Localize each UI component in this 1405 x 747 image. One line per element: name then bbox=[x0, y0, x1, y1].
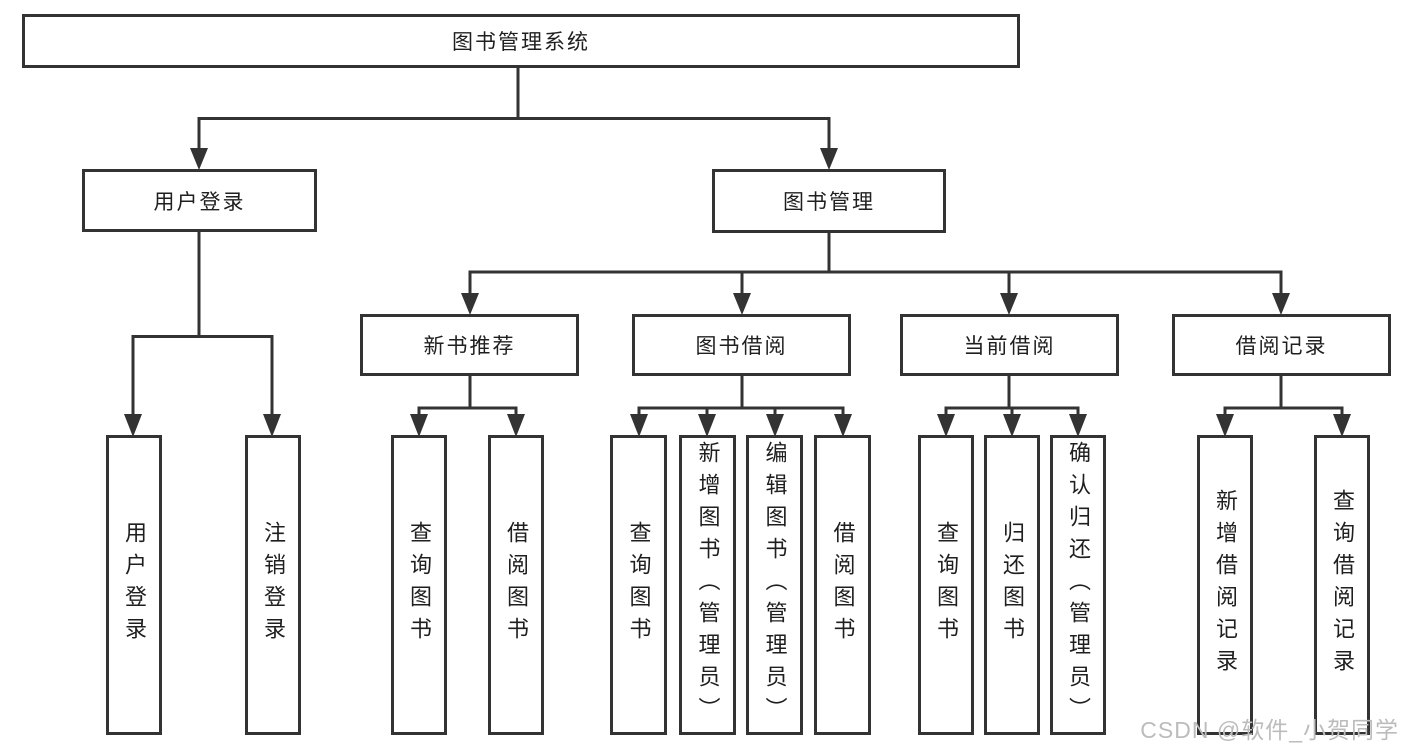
arrowhead-icon bbox=[1003, 414, 1021, 437]
leaf-label: 归还图书 bbox=[1000, 521, 1025, 649]
leaf-label: 查询图书 bbox=[626, 521, 652, 649]
arrowhead-icon bbox=[820, 148, 838, 170]
leaf-label: 用户登录 bbox=[122, 521, 147, 649]
leaf-label: 查询借阅记录 bbox=[1330, 489, 1355, 681]
node-new-book-recommend: 新书推荐 bbox=[360, 314, 579, 376]
arrowhead-icon bbox=[1000, 293, 1018, 315]
leaf-user-login: 用户登录 bbox=[106, 435, 162, 735]
leaf-label: 编辑图书（管理员） bbox=[762, 441, 788, 729]
arrowhead-icon bbox=[1069, 414, 1087, 437]
leaf-query-books-2: 查询图书 bbox=[610, 435, 667, 735]
leaf-query-books-3: 查询图书 bbox=[918, 435, 974, 735]
arrowhead-icon bbox=[834, 414, 852, 437]
arrowhead-icon bbox=[1272, 293, 1290, 315]
arrowhead-icon bbox=[263, 414, 281, 437]
leaf-label: 查询图书 bbox=[934, 521, 959, 649]
leaf-edit-books-admin: 编辑图书（管理员） bbox=[746, 435, 803, 735]
connector-root-to-level2 bbox=[190, 68, 838, 170]
leaf-label: 注销登录 bbox=[261, 521, 286, 649]
node-borrow-record: 借阅记录 bbox=[1172, 314, 1391, 376]
connector-borrow-record-to-leaves bbox=[1216, 376, 1351, 437]
node-root-library-system: 图书管理系统 bbox=[22, 14, 1020, 68]
connector-user-login-to-leaves bbox=[124, 232, 281, 437]
arrowhead-icon bbox=[190, 148, 208, 170]
connector-book-borrow-to-leaves bbox=[630, 376, 852, 437]
node-user-login: 用户登录 bbox=[82, 169, 317, 232]
arrowhead-icon bbox=[461, 293, 479, 315]
node-current-borrow: 当前借阅 bbox=[900, 314, 1119, 376]
leaf-label: 借阅图书 bbox=[504, 521, 529, 649]
connector-current-borrow-to-leaves bbox=[937, 376, 1087, 437]
arrowhead-icon bbox=[630, 414, 648, 437]
leaf-logout: 注销登录 bbox=[245, 435, 301, 735]
arrowhead-icon bbox=[507, 414, 525, 437]
arrowhead-icon bbox=[937, 414, 955, 437]
arrowhead-icon bbox=[698, 414, 716, 437]
connector-book-mgmt-to-level3 bbox=[461, 233, 1290, 315]
leaf-add-borrow-record: 新增借阅记录 bbox=[1197, 435, 1253, 735]
node-book-management: 图书管理 bbox=[712, 169, 946, 233]
leaf-label: 新增图书（管理员） bbox=[695, 441, 721, 729]
arrowhead-icon bbox=[1216, 414, 1234, 437]
leaf-borrow-books-2: 借阅图书 bbox=[814, 435, 871, 735]
arrowhead-icon bbox=[766, 414, 784, 437]
connector-new-book-rec-to-leaves bbox=[410, 376, 525, 437]
leaf-confirm-return-admin: 确认归还（管理员） bbox=[1050, 435, 1106, 735]
node-book-borrow: 图书借阅 bbox=[632, 314, 851, 376]
leaf-label: 借阅图书 bbox=[830, 521, 856, 649]
arrowhead-icon bbox=[124, 414, 142, 437]
leaf-label: 新增借阅记录 bbox=[1213, 489, 1238, 681]
leaf-query-books-1: 查询图书 bbox=[391, 435, 447, 735]
leaf-label: 确认归还（管理员） bbox=[1066, 441, 1091, 729]
arrowhead-icon bbox=[1333, 414, 1351, 437]
arrowhead-icon bbox=[733, 293, 751, 315]
leaf-query-borrow-record: 查询借阅记录 bbox=[1314, 435, 1370, 735]
arrowhead-icon bbox=[410, 414, 428, 437]
leaf-borrow-books-1: 借阅图书 bbox=[488, 435, 544, 735]
leaf-return-books: 归还图书 bbox=[984, 435, 1040, 735]
leaf-add-books-admin: 新增图书（管理员） bbox=[679, 435, 736, 735]
leaf-label: 查询图书 bbox=[407, 521, 432, 649]
